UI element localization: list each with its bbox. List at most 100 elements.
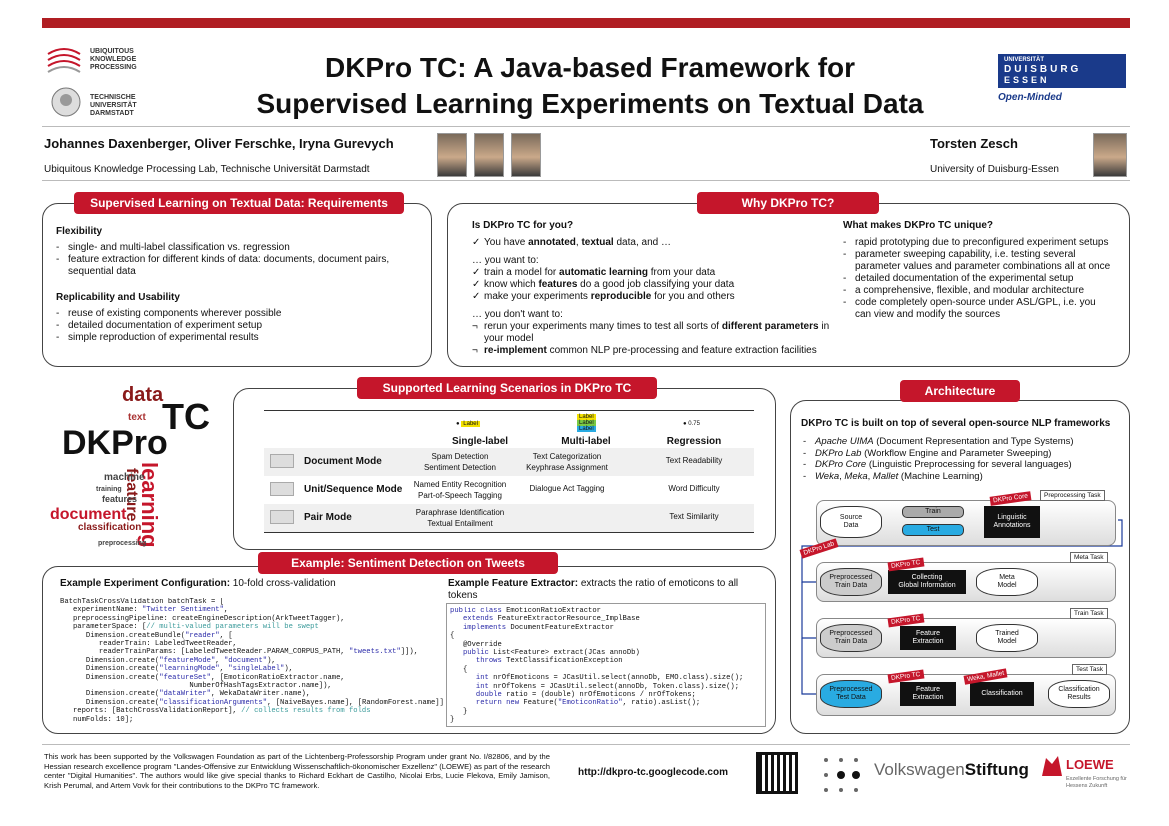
dont-intro: … you don't want to:: [472, 309, 563, 320]
col-header-single: Single-label: [451, 436, 509, 447]
arch-list: Apache UIMA (Document Representation and…: [803, 436, 1129, 482]
requirements-content: Flexibility single- and multi-label clas…: [56, 226, 426, 344]
footer-divider: [42, 744, 1130, 745]
table-row: Pair Mode Paraphrase Identification Text…: [264, 504, 754, 532]
dont-list: rerun your experiments many times to tes…: [472, 321, 832, 357]
author-photo: [474, 133, 504, 177]
list-item: feature extraction for different kinds o…: [56, 254, 426, 278]
table-row: Document Mode Spam Detection Sentiment D…: [264, 448, 754, 476]
table-cell: Text Categorization Keyphrase Assignment: [526, 452, 608, 472]
table-bottom-rule: [264, 532, 754, 533]
list-item: DKPro Lab (Workflow Engine and Parameter…: [803, 448, 1129, 460]
feature-extraction-node: Feature Extraction: [900, 626, 956, 650]
unit-mode-icon: [270, 482, 294, 496]
ukp-logo-text: UBIQUITOUS KNOWLEDGE PROCESSING: [90, 48, 137, 71]
list-item: a comprehensive, flexible, and modular a…: [843, 285, 1113, 297]
table-cell: Paraphrase Identification Textual Entail…: [415, 508, 505, 528]
mode-label: Document Mode: [304, 456, 382, 467]
list-item: detailed documentation of the experiment…: [843, 273, 1113, 285]
list-item: detailed documentation of experiment set…: [56, 320, 426, 332]
loewe-subtitle: Exzellente Forschung für Hessens Zukunft: [1066, 776, 1127, 789]
author-divider-bottom: [42, 180, 1130, 181]
author-affil-left: Ubiquitous Knowledge Processing Lab, Tec…: [44, 164, 370, 175]
table-cell: Text Similarity: [669, 512, 719, 521]
loewe-lion-icon: [1042, 756, 1062, 776]
meta-task-label: Meta Task: [1070, 552, 1108, 563]
config-heading: Example Experiment Configuration: 10-fol…: [60, 578, 336, 589]
why-left-content: Is DKPro TC for you? You have annotated,…: [472, 220, 832, 357]
scenarios-tab: Supported Learning Scenarios in DKPro TC: [357, 377, 657, 399]
pair-mode-icon: [270, 510, 294, 524]
poster-title: DKPro TC: A Java-based Framework for Sup…: [200, 50, 980, 122]
linguistic-annotations-node: Linguistic Annotations: [984, 506, 1040, 538]
ukp-logo: UBIQUITOUS KNOWLEDGE PROCESSING: [44, 42, 194, 82]
classification-node: Classification: [970, 682, 1034, 706]
author-photo: [1093, 133, 1127, 177]
cloud-big-word: DKPro: [62, 424, 168, 462]
cloud-word: classification: [78, 522, 142, 533]
replicability-heading: Replicability and Usability: [56, 292, 180, 303]
classification-results-node: Classification Results: [1048, 680, 1110, 708]
regression-icon: ● 0.75: [683, 421, 700, 427]
list-item: rerun your experiments many times to tes…: [472, 321, 832, 345]
extractor-heading: Example Feature Extractor: extracts the …: [448, 578, 739, 601]
title-line-2: Supervised Learning Experiments on Textu…: [256, 88, 924, 119]
requirements-tab: Supervised Learning on Textual Data: Req…: [74, 192, 404, 214]
list-item: make your experiments reproducible for y…: [472, 291, 832, 303]
table-cell: Spam Detection Sentiment Detection: [423, 452, 497, 472]
preprocessing-task-label: Preprocessing Task: [1040, 490, 1105, 501]
extractor-code-box: [446, 603, 766, 727]
extractor-code: public class EmoticonRatioExtractor exte…: [450, 607, 744, 725]
table-top-rule: [264, 410, 754, 411]
multi-label-icon: Label Label Label: [577, 414, 596, 432]
table-cell: Text Readability: [665, 456, 723, 465]
unique-list: rapid prototyping due to preconfigured e…: [843, 237, 1113, 321]
cloud-word: machine: [104, 472, 145, 483]
source-data-node: Source Data: [820, 506, 882, 538]
author-photo: [511, 133, 541, 177]
top-accent-bar: [42, 18, 1130, 28]
want-intro: … you want to:: [472, 255, 539, 266]
ude-logo: UNIVERSITÄT DUISBURG ESSEN Open-Minded: [998, 54, 1128, 114]
table-cell: Named Entity Recognition Part-of-Speech …: [413, 480, 507, 500]
author-photo: [437, 133, 467, 177]
want-list: train a model for automatic learning fro…: [472, 267, 832, 303]
title-line-1: DKPro TC: A Java-based Framework for: [324, 52, 856, 83]
list-item: You have annotated, textual data, and …: [472, 237, 832, 249]
list-item: parameter sweeping capability, i.e. test…: [843, 249, 1113, 273]
col-header-regression: Regression: [666, 436, 722, 447]
single-label-icon: ● Label: [456, 421, 480, 427]
author-affil-right: University of Duisburg-Essen: [930, 164, 1059, 175]
loewe-logo-text: LOEWE: [1066, 757, 1114, 772]
word-cloud: data DKPro TC learning feature document …: [44, 382, 234, 552]
list-item: simple reproduction of experimental resu…: [56, 332, 426, 344]
ude-logo-block: UNIVERSITÄT DUISBURG ESSEN: [998, 54, 1126, 88]
tud-logo-text: TECHNISCHE UNIVERSITÄT DARMSTADT: [90, 94, 137, 117]
author-names-left: Johannes Daxenberger, Oliver Ferschke, I…: [44, 136, 394, 151]
preprocessed-test-node: Preprocessed Test Data: [820, 680, 882, 708]
preprocessed-train-node: Preprocessed Train Data: [820, 624, 882, 652]
list-item: re-implement common NLP pre-processing a…: [472, 345, 832, 357]
table-row: Unit/Sequence Mode Named Entity Recognit…: [264, 476, 754, 504]
project-url-link[interactable]: http://dkpro-tc.googlecode.com: [578, 767, 728, 778]
trained-model-node: Trained Model: [976, 624, 1038, 652]
test-task-label: Test Task: [1072, 664, 1107, 675]
unique-heading: What makes DKPro TC unique?: [843, 220, 994, 231]
replicability-list: reuse of existing components wherever po…: [56, 308, 426, 344]
arch-lead: DKPro TC is built on top of several open…: [801, 418, 1111, 429]
cloud-word: training: [96, 486, 122, 493]
test-node: Test: [902, 524, 964, 536]
list-item: train a model for automatic learning fro…: [472, 267, 832, 279]
mode-label: Pair Mode: [304, 512, 352, 523]
list-item: code completely open-source under ASL/GP…: [843, 297, 1113, 321]
list-item: know which features do a good job classi…: [472, 279, 832, 291]
ude-slogan: Open-Minded: [998, 92, 1062, 103]
list-item: single- and multi-label classification v…: [56, 242, 426, 254]
flow-lines: [801, 519, 1123, 695]
document-mode-icon: [270, 454, 294, 468]
ude-top: UNIVERSITÄT: [1004, 57, 1045, 63]
mode-label: Unit/Sequence Mode: [304, 484, 403, 495]
col-header-multi: Multi-label: [561, 436, 611, 447]
cloud-word: text: [128, 412, 146, 423]
collecting-global-node: Collecting Global Information: [888, 570, 966, 594]
